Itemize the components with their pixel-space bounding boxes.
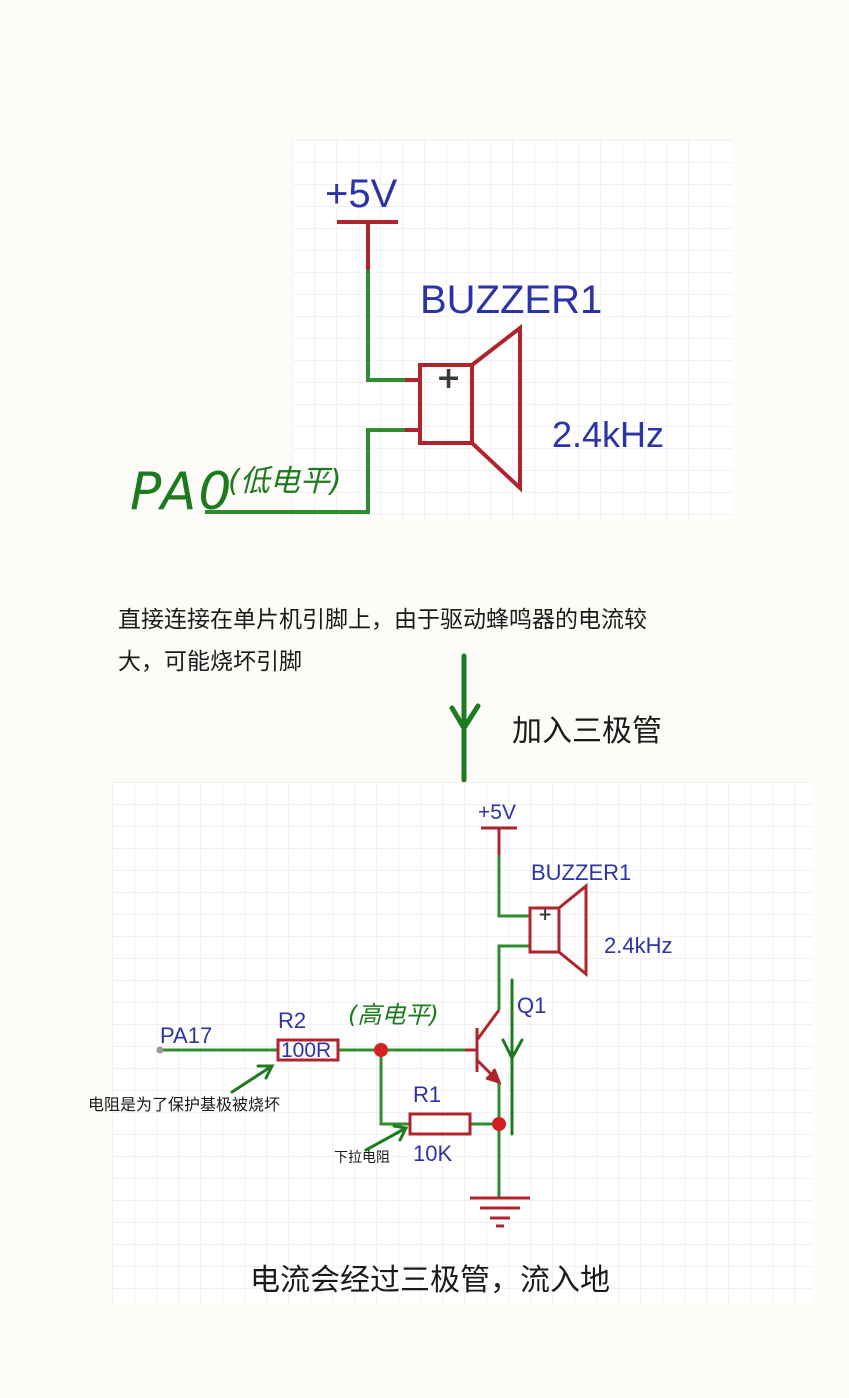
top-pin-note: (低电平): [228, 464, 342, 499]
annotation-arrow-r2-icon: [230, 1064, 275, 1094]
top-buzzer-plus: +: [436, 361, 462, 396]
bottom-wires: [162, 855, 530, 1198]
bottom-supply-label: +5V: [478, 801, 516, 824]
r2-name-label: R2: [278, 1008, 307, 1033]
r2-annotation: 电阻是为了保护基极被烧坏: [88, 1095, 281, 1114]
r1-name-label: R1: [413, 1082, 442, 1107]
bottom-buzzer-name: BUZZER1: [531, 860, 632, 885]
top-buzzer-leads: [405, 378, 420, 432]
bottom-pin-terminal: [156, 1046, 164, 1054]
top-buzzer-frequency: 2.4kHz: [552, 414, 665, 455]
explanation-line-2: 大，可能烧坏引脚: [118, 649, 302, 675]
ground-symbol: [470, 1196, 530, 1228]
r1-annotation: 下拉电阻: [334, 1150, 390, 1166]
r2-resistor-symbol: [276, 1038, 340, 1062]
current-flow-arrow-icon: [501, 978, 524, 1136]
base-voltage-note: (高电平): [348, 1001, 439, 1029]
bottom-buzzer-symbol: [528, 882, 588, 978]
q1-transistor-symbol: [465, 1009, 502, 1085]
bottom-circuit-panel: [112, 782, 812, 1304]
r2-value-label: 100R: [281, 1039, 332, 1062]
bottom-caption: 电流会经过三极管，流入地: [250, 1263, 610, 1298]
top-supply-label: +5V: [325, 172, 398, 216]
bottom-supply-symbol: [481, 826, 517, 855]
top-buzzer-name: BUZZER1: [420, 278, 603, 322]
transition-label: 加入三极管: [512, 714, 662, 749]
top-circuit-panel: [292, 140, 732, 520]
top-wires: [205, 270, 418, 514]
r1-value-label: 10K: [413, 1141, 453, 1166]
top-supply-symbol: [337, 220, 398, 270]
annotation-arrow-r1-icon: [364, 1124, 409, 1152]
r1-resistor-symbol: [408, 1112, 472, 1136]
top-pin-label: PA0: [130, 462, 234, 522]
top-buzzer-symbol: [418, 323, 522, 493]
junction-dots: [374, 1043, 506, 1131]
q1-label: Q1: [517, 993, 547, 1018]
pin-pa17-label: PA17: [160, 1023, 213, 1048]
bottom-buzzer-frequency: 2.4kHz: [604, 933, 673, 958]
bottom-buzzer-plus: +: [538, 905, 553, 925]
explanation-line-1: 直接连接在单片机引脚上，由于驱动蜂鸣器的电流较: [118, 607, 647, 633]
